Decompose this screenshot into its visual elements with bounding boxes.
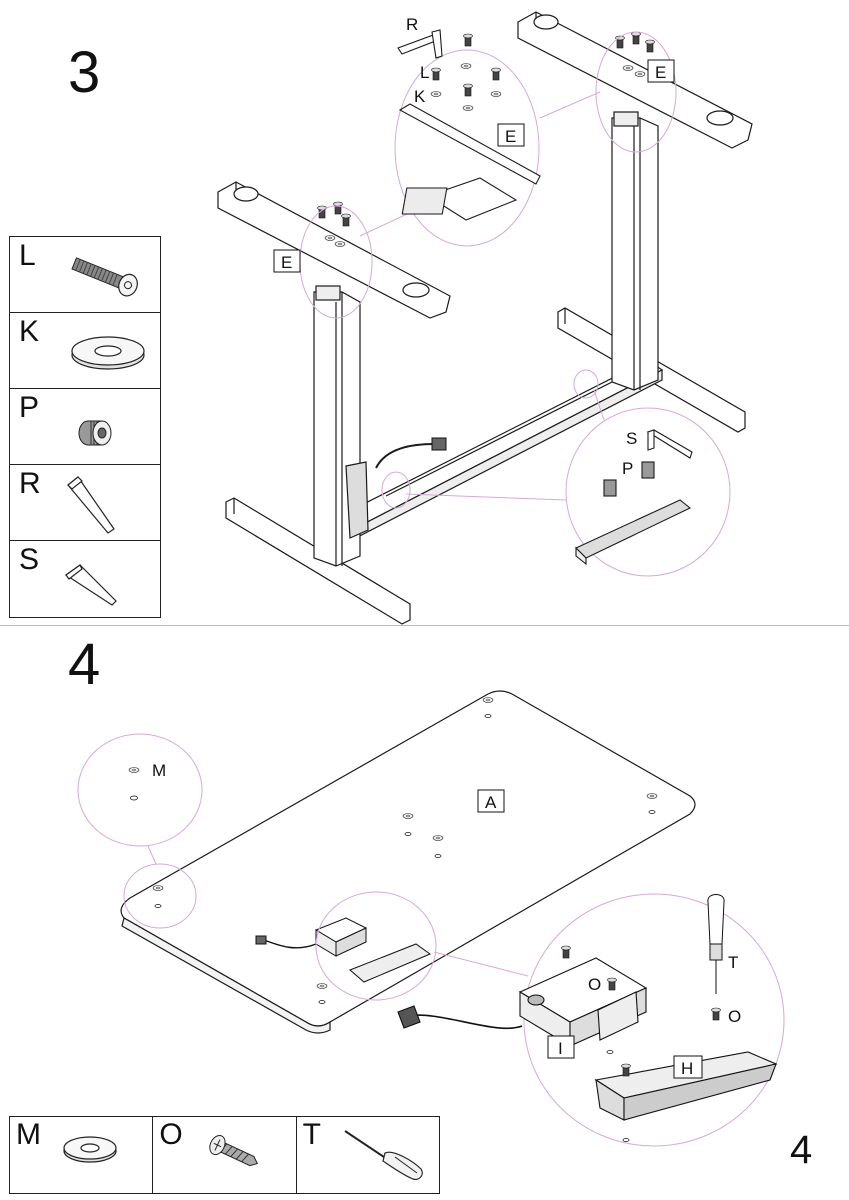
part-cell-p: P <box>10 389 160 465</box>
callout-circles-step4 <box>77 733 785 1147</box>
label-l: L <box>420 63 429 82</box>
step-3-number: 3 <box>68 40 101 105</box>
part-letter: P <box>19 391 40 424</box>
part-letter: T <box>302 1118 321 1151</box>
screw-icon <box>209 1134 259 1167</box>
part-letter: K <box>19 315 40 348</box>
part-cell-r: R <box>10 465 160 541</box>
label-box-e-left <box>273 249 301 273</box>
label-o-box: O <box>588 975 601 994</box>
parts-table-step4: M O T <box>9 1116 440 1194</box>
part-cell-s: S <box>10 541 160 617</box>
washer-icon <box>71 336 145 370</box>
step-divider <box>0 625 849 626</box>
label-e-callout: E <box>505 127 516 146</box>
label-m: M <box>152 761 166 780</box>
label-box-i <box>547 1035 575 1059</box>
part-cell-k: K <box>10 313 160 389</box>
parts-table-step3: L K P <box>9 236 161 618</box>
part-cell-l: L <box>10 237 160 313</box>
page-number: 4 <box>790 1128 813 1172</box>
part-cell-t: T <box>297 1117 439 1193</box>
control-box-small <box>255 917 432 983</box>
label-box-h <box>673 1055 703 1079</box>
label-e-top: E <box>655 63 666 82</box>
label-p: P <box>622 459 633 478</box>
step-4-number: 4 <box>68 632 101 697</box>
callout-circles-step3 <box>299 31 731 577</box>
hex-key-icon <box>67 476 115 534</box>
label-s: S <box>626 429 637 448</box>
part-letter: O <box>159 1118 183 1151</box>
step3-frame <box>217 11 753 625</box>
label-i: I <box>558 1039 563 1058</box>
label-e-left: E <box>281 253 292 272</box>
label-box-e-top <box>647 59 675 83</box>
label-t: T <box>728 953 738 972</box>
control-box-detail <box>397 957 778 1121</box>
part-cell-m: M <box>10 1117 154 1193</box>
label-h: H <box>681 1059 693 1078</box>
part-letter: S <box>19 543 40 576</box>
hex-key-icon <box>64 564 117 606</box>
step3-zoom-detail <box>397 29 541 221</box>
label-o-screw: O <box>728 1007 741 1026</box>
label-box-a <box>477 789 505 813</box>
washer-icon <box>63 1136 117 1163</box>
bolt-icon <box>71 257 138 297</box>
screwdriver-icon <box>344 1130 423 1180</box>
threaded-insert-icon <box>78 420 112 446</box>
part-letter: L <box>19 239 36 272</box>
part-letter: R <box>19 467 41 500</box>
part-letter: M <box>16 1118 41 1151</box>
label-box-e-callout <box>497 123 525 147</box>
screwdriver-drawing <box>707 894 725 994</box>
desktop-holes <box>152 697 658 1004</box>
label-r: R <box>406 15 418 34</box>
part-cell-o: O <box>153 1117 297 1193</box>
label-k: K <box>414 87 426 106</box>
label-a: A <box>485 793 497 812</box>
step3-insert-detail <box>575 429 693 566</box>
